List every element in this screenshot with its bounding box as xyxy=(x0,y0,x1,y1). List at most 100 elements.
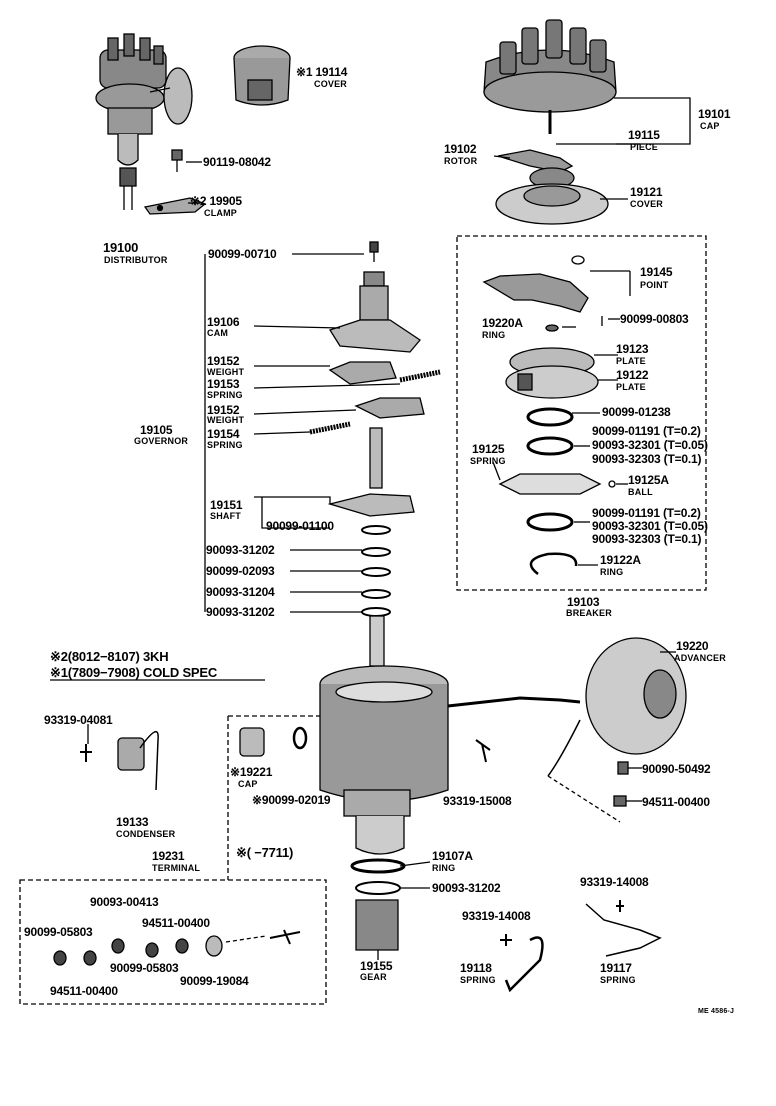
distributor-assembly-illustration xyxy=(95,33,193,210)
shim-set-2-c: 90093-32303 (T=0.1) xyxy=(592,532,702,546)
part-19107A-name: RING xyxy=(432,863,456,873)
part-94511-00400-bottom-number: 94511-00400 xyxy=(50,984,118,998)
note-2: ※2(8012−8107) 3KH xyxy=(50,649,169,664)
shim-set-2-b: 90093-32301 (T=0.05) xyxy=(592,519,708,533)
part-19133-name: CONDENSER xyxy=(116,829,176,839)
part-19122-name: PLATE xyxy=(616,382,646,392)
part-94511-00400-number: 94511-00400 xyxy=(642,795,710,809)
part-19114-number: ※1 19114 xyxy=(296,65,348,79)
part-90099-19084-number: 90099-19084 xyxy=(180,974,249,988)
part-90099-00803-number: 90099-00803 xyxy=(620,312,689,326)
part-19154-name: SPRING xyxy=(207,440,243,450)
condenser-illustration xyxy=(80,731,159,791)
screws-illustration xyxy=(475,739,629,807)
part-19153-number: 19153 xyxy=(207,377,240,391)
part-19221-name: CAP xyxy=(238,779,258,789)
part-19145-number: 19145 xyxy=(640,265,673,279)
shim-set-2-a: 90099-01191 (T=0.2) xyxy=(592,506,701,520)
washer-90099-02093: 90099-02093 xyxy=(206,564,275,578)
part-19125A-number: 19125A xyxy=(628,473,669,487)
distributor-cap-illustration xyxy=(483,19,617,134)
breaker-parts-illustration xyxy=(482,255,616,575)
part-19152b-number: 19152 xyxy=(207,403,240,417)
part-19231-number: 19231 xyxy=(152,849,185,863)
part-93319-14008-b-number: 93319-14008 xyxy=(580,875,649,889)
springs-illustration xyxy=(500,900,662,993)
shim-set-1-c: 90093-32303 (T=0.1) xyxy=(592,452,702,466)
part-19231-name: TERMINAL xyxy=(152,863,201,873)
range-note: ※( −7711) xyxy=(236,845,294,860)
part-19125A-name: BALL xyxy=(628,487,653,497)
part-19103-name: BREAKER xyxy=(566,608,612,618)
part-19133-number: 19133 xyxy=(116,815,149,829)
part-19125-name: SPRING xyxy=(470,456,506,466)
terminal-parts-illustration xyxy=(53,929,301,966)
part-19117-name: SPRING xyxy=(600,975,636,985)
part-19103-number: 19103 xyxy=(567,595,600,609)
part-19107A-number: 19107A xyxy=(432,849,473,863)
cap-19221-illustration xyxy=(239,726,308,757)
part-93319-15008-number: 93319-15008 xyxy=(443,794,512,808)
part-19117-number: 19117 xyxy=(600,961,632,975)
part-19123-name: PLATE xyxy=(616,356,646,366)
cover-19114-illustration xyxy=(233,45,291,106)
part-90099-05803-a-number: 90099-05803 xyxy=(24,925,93,939)
part-19123-number: 19123 xyxy=(616,342,649,356)
part-19122A-name: RING xyxy=(600,567,624,577)
rotor-cover-illustration xyxy=(495,183,609,225)
part-90099-01238-number: 90099-01238 xyxy=(602,405,671,419)
part-19154-number: 19154 xyxy=(207,427,240,441)
part-90099-00710-number: 90099-00710 xyxy=(208,247,277,261)
breaker-group-box xyxy=(456,235,707,591)
part-19105-number: 19105 xyxy=(140,423,173,437)
part-19101-name: CAP xyxy=(700,121,720,131)
part-90099-01100-number: 90099-01100 xyxy=(266,519,334,533)
terminal-group-box xyxy=(19,879,327,1005)
part-19155-number: 19155 xyxy=(360,959,393,973)
part-19905-number: ※2 19905 xyxy=(190,194,242,208)
part-19105-name: GOVERNOR xyxy=(134,436,189,446)
part-94511-00400-terminal-number: 94511-00400 xyxy=(142,916,210,930)
part-90099-02019-number: ※90099-02019 xyxy=(252,793,331,807)
part-19100-number: 19100 xyxy=(103,240,139,255)
advancer-illustration xyxy=(547,637,687,777)
washer-90093-31202-a: 90093-31202 xyxy=(206,543,275,557)
part-19115-number: 19115 xyxy=(628,128,660,142)
governor-parts-illustration xyxy=(309,241,441,667)
part-90093-00413-number: 90093-00413 xyxy=(90,895,159,909)
part-19122A-number: 19122A xyxy=(600,553,641,567)
part-19151-number: 19151 xyxy=(210,498,243,512)
part-19114-name: COVER xyxy=(314,79,348,89)
housing-illustration xyxy=(319,665,581,951)
note-1: ※1(7809−7908) COLD SPEC xyxy=(50,665,218,680)
part-19155-name: GEAR xyxy=(360,972,387,982)
diagram-code: ME 4586-J xyxy=(698,1008,735,1015)
part-19102-number: 19102 xyxy=(444,142,477,156)
part-19115-name: PIECE xyxy=(630,142,659,152)
part-19151-name: SHAFT xyxy=(210,511,241,521)
part-19106-number: 19106 xyxy=(207,315,240,329)
part-19152b-name: WEIGHT xyxy=(207,415,245,425)
part-90099-05803-b-number: 90099-05803 xyxy=(110,961,179,975)
part-19220A-name: RING xyxy=(482,330,506,340)
part-19122-number: 19122 xyxy=(616,368,649,382)
part-19101-number: 19101 xyxy=(698,107,731,121)
rotor-illustration xyxy=(497,149,575,189)
part-19106-name: CAM xyxy=(207,328,229,338)
part-93319-14008-a-number: 93319-14008 xyxy=(462,909,531,923)
part-19121-number: 19121 xyxy=(630,185,663,199)
shim-set-1-a: 90099-01191 (T=0.2) xyxy=(592,424,701,438)
part-19153-name: SPRING xyxy=(207,390,243,400)
part-19220A-number: 19220A xyxy=(482,316,523,330)
part-19121-name: COVER xyxy=(630,199,664,209)
bolt-clamp-illustration xyxy=(143,149,207,215)
part-19152a-number: 19152 xyxy=(207,354,240,368)
part-19145-name: POINT xyxy=(640,280,669,290)
shim-set-1-b: 90093-32301 (T=0.05) xyxy=(592,438,708,452)
part-19152a-name: WEIGHT xyxy=(207,367,245,377)
part-90090-50492-number: 90090-50492 xyxy=(642,762,711,776)
part-19220-name: ADVANCER xyxy=(674,653,726,663)
part-19118-number: 19118 xyxy=(460,961,492,975)
part-19102-name: ROTOR xyxy=(444,156,478,166)
